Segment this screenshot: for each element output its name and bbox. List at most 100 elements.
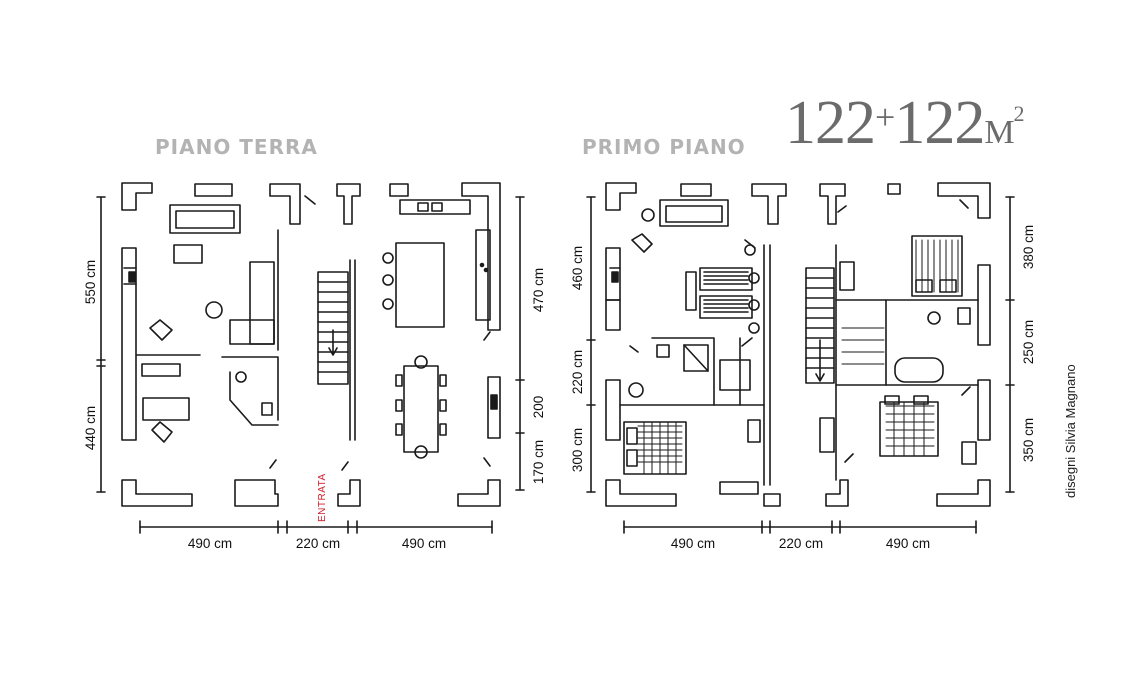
armchair <box>149 319 173 341</box>
armchair <box>628 382 644 398</box>
stool <box>382 274 394 286</box>
stool <box>382 252 394 264</box>
bathroom-wall <box>229 371 279 426</box>
sink <box>431 202 443 212</box>
entrance-label: ENTRATA <box>317 473 328 522</box>
first-floor-plan <box>586 182 1015 534</box>
first-dim-right-middle: 250 cm <box>1021 320 1036 364</box>
pillow <box>915 279 933 293</box>
wall-segment <box>751 183 787 225</box>
dining-chair <box>395 399 403 412</box>
ground-dim-left-upper: 550 cm <box>83 260 98 304</box>
kitchen-island <box>395 242 445 328</box>
partition-wall <box>651 337 765 406</box>
sink <box>417 202 429 212</box>
toilet <box>261 402 273 416</box>
wall-segment <box>487 376 501 439</box>
sofa <box>169 204 241 234</box>
first-dim-left-lower: 300 cm <box>570 428 585 472</box>
wall-segment <box>389 183 409 197</box>
first-dim-bottom-left: 490 cm <box>671 536 715 551</box>
bed <box>879 401 939 457</box>
first-dim-bottom-right: 490 cm <box>886 536 930 551</box>
kitchen-counter-side <box>475 229 491 321</box>
first-dimension-lines <box>586 196 1015 534</box>
shower <box>683 344 709 372</box>
dining-chair <box>414 445 428 459</box>
wall-segment <box>825 479 849 507</box>
first-dim-left-middle: 220 cm <box>570 350 585 394</box>
pillow <box>626 427 638 445</box>
sofa-cushion <box>229 319 275 345</box>
partition-wall <box>221 356 279 421</box>
washbasin <box>656 344 670 358</box>
wall-segment <box>887 183 901 195</box>
area-plus-sign: + <box>875 97 895 137</box>
corridor-wall <box>763 244 771 486</box>
wall-segment <box>121 247 137 441</box>
staircase <box>317 271 349 385</box>
washbasin <box>927 311 941 325</box>
first-dim-right-upper: 380 cm <box>1021 225 1036 269</box>
wall-corner <box>121 479 193 507</box>
ground-dim-right-middle: 200 <box>531 396 546 419</box>
wall-segment <box>337 479 361 507</box>
area-ground-value: 122 <box>785 89 876 157</box>
wall-segment <box>605 299 621 331</box>
side-table <box>641 208 655 222</box>
pillow <box>884 395 900 405</box>
area-unit: M <box>984 114 1014 151</box>
stool <box>382 298 394 310</box>
dining-chair <box>439 374 447 387</box>
wall-segment <box>719 481 759 495</box>
wall-corner <box>936 479 991 507</box>
first-dim-bottom-center: 220 cm <box>779 536 823 551</box>
fireplace <box>123 267 137 285</box>
side-table <box>205 301 223 319</box>
wall-corner <box>605 479 677 507</box>
first-dim-right-lower: 350 cm <box>1021 418 1036 462</box>
fireplace-fire <box>611 271 619 283</box>
coffee-table <box>173 244 203 264</box>
desk <box>961 441 977 465</box>
dining-chair <box>414 355 428 369</box>
desk <box>839 261 855 291</box>
desk <box>747 419 761 443</box>
fireplace-fire <box>128 271 136 283</box>
wall-segment <box>194 183 233 197</box>
ground-dim-bottom-left: 490 cm <box>188 536 232 551</box>
area-unit-exponent: 2 <box>1013 101 1025 126</box>
sofa <box>249 261 275 345</box>
pillow <box>939 279 957 293</box>
wall-segment <box>680 183 712 197</box>
dining-chair <box>395 374 403 387</box>
bed <box>623 421 687 475</box>
fireplace-fire <box>490 394 498 410</box>
closet-rails <box>841 327 885 365</box>
dining-chair <box>439 423 447 436</box>
ground-dim-left-lower: 440 cm <box>83 406 98 450</box>
wall-corner <box>605 182 637 211</box>
ground-dim-bottom-center: 220 cm <box>296 536 340 551</box>
first-dim-left-upper: 460 cm <box>570 246 585 290</box>
sofa <box>659 199 729 227</box>
stair-wall <box>349 259 356 441</box>
partition-wall <box>835 299 887 386</box>
desk <box>142 397 190 421</box>
wall-corner <box>121 182 153 211</box>
dining-chair <box>395 423 403 436</box>
bed <box>699 267 753 291</box>
armchair <box>631 233 653 253</box>
ground-dim-bottom-right: 490 cm <box>402 536 446 551</box>
door-swing <box>629 199 971 463</box>
ground-dimension-lines <box>96 196 525 534</box>
wall-segment <box>234 479 279 507</box>
door-swing <box>269 195 491 471</box>
wall-segment <box>977 379 991 441</box>
wall-segment <box>457 479 501 507</box>
wardrobe <box>819 417 835 453</box>
desk <box>685 271 697 311</box>
dining-table <box>403 365 439 453</box>
ground-floor-plan <box>96 182 525 534</box>
